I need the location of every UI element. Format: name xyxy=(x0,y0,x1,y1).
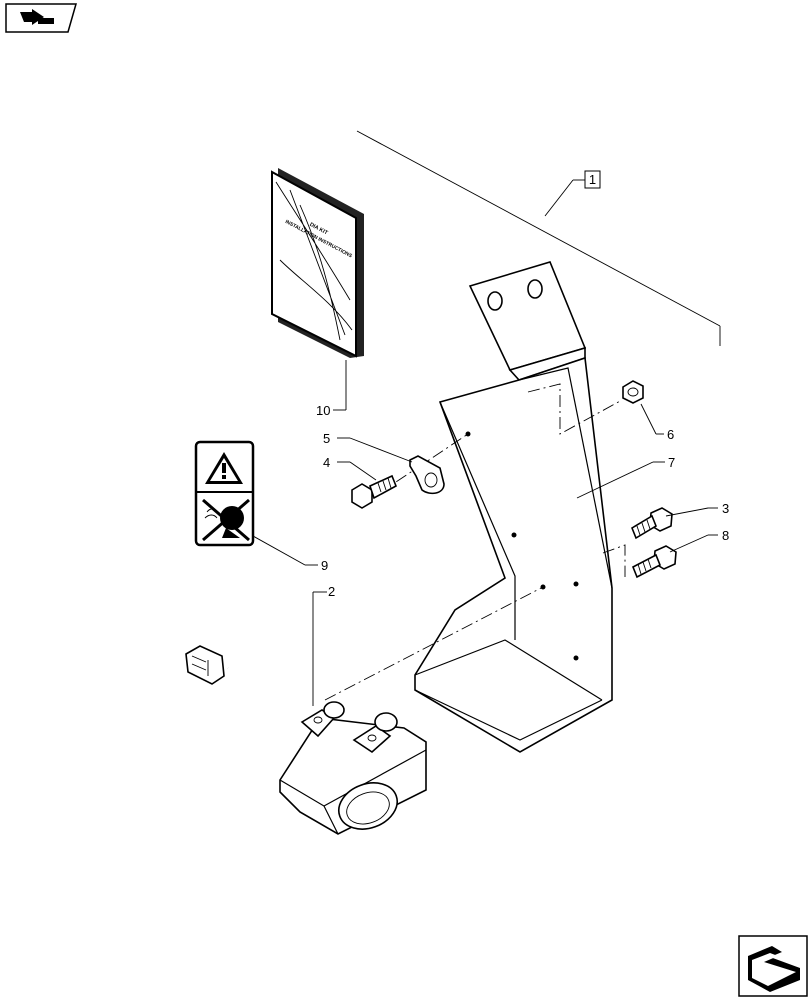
leader-9: 9 xyxy=(252,535,328,573)
callout-3: 3 xyxy=(722,501,729,516)
installation-manual: DIA KIT INSTALLATION INSTRUCTIONS xyxy=(271,168,364,358)
next-page-icon xyxy=(748,946,800,992)
leader-4: 4 xyxy=(323,455,377,481)
hex-bolt-8 xyxy=(631,545,677,579)
warning-triangle-icon xyxy=(205,452,243,484)
callout-1: 1 xyxy=(589,172,596,187)
leader-10: 10 xyxy=(316,360,347,418)
callout-7: 7 xyxy=(668,455,675,470)
previous-page-icon xyxy=(20,9,54,25)
callout-6: 6 xyxy=(667,427,674,442)
callout-2: 2 xyxy=(328,584,335,599)
no-hearing-protection-icon xyxy=(202,498,250,542)
cable-clamp xyxy=(409,455,445,495)
safety-decal xyxy=(194,440,255,547)
leader-3: 3 xyxy=(665,501,729,517)
next-page-button[interactable] xyxy=(738,935,808,997)
callout-8: 8 xyxy=(722,528,729,543)
mounting-bracket xyxy=(414,261,613,753)
hex-bolt-short xyxy=(351,474,398,509)
previous-page-button[interactable] xyxy=(5,3,77,33)
callout-9: 9 xyxy=(321,558,328,573)
leader-5: 5 xyxy=(323,431,413,463)
leader-7: 7 xyxy=(576,455,675,499)
callout-10: 10 xyxy=(316,403,330,418)
hex-bolt-3 xyxy=(631,507,673,540)
leader-2: 2 xyxy=(312,584,335,706)
callout-4: 4 xyxy=(323,455,330,470)
leader-6: 6 xyxy=(640,403,674,442)
leader-8: 8 xyxy=(669,528,729,553)
callout-5: 5 xyxy=(323,431,330,446)
assembly-bracket: 1 xyxy=(356,130,721,346)
sensor-assembly xyxy=(185,645,427,835)
hex-nut xyxy=(622,380,644,404)
